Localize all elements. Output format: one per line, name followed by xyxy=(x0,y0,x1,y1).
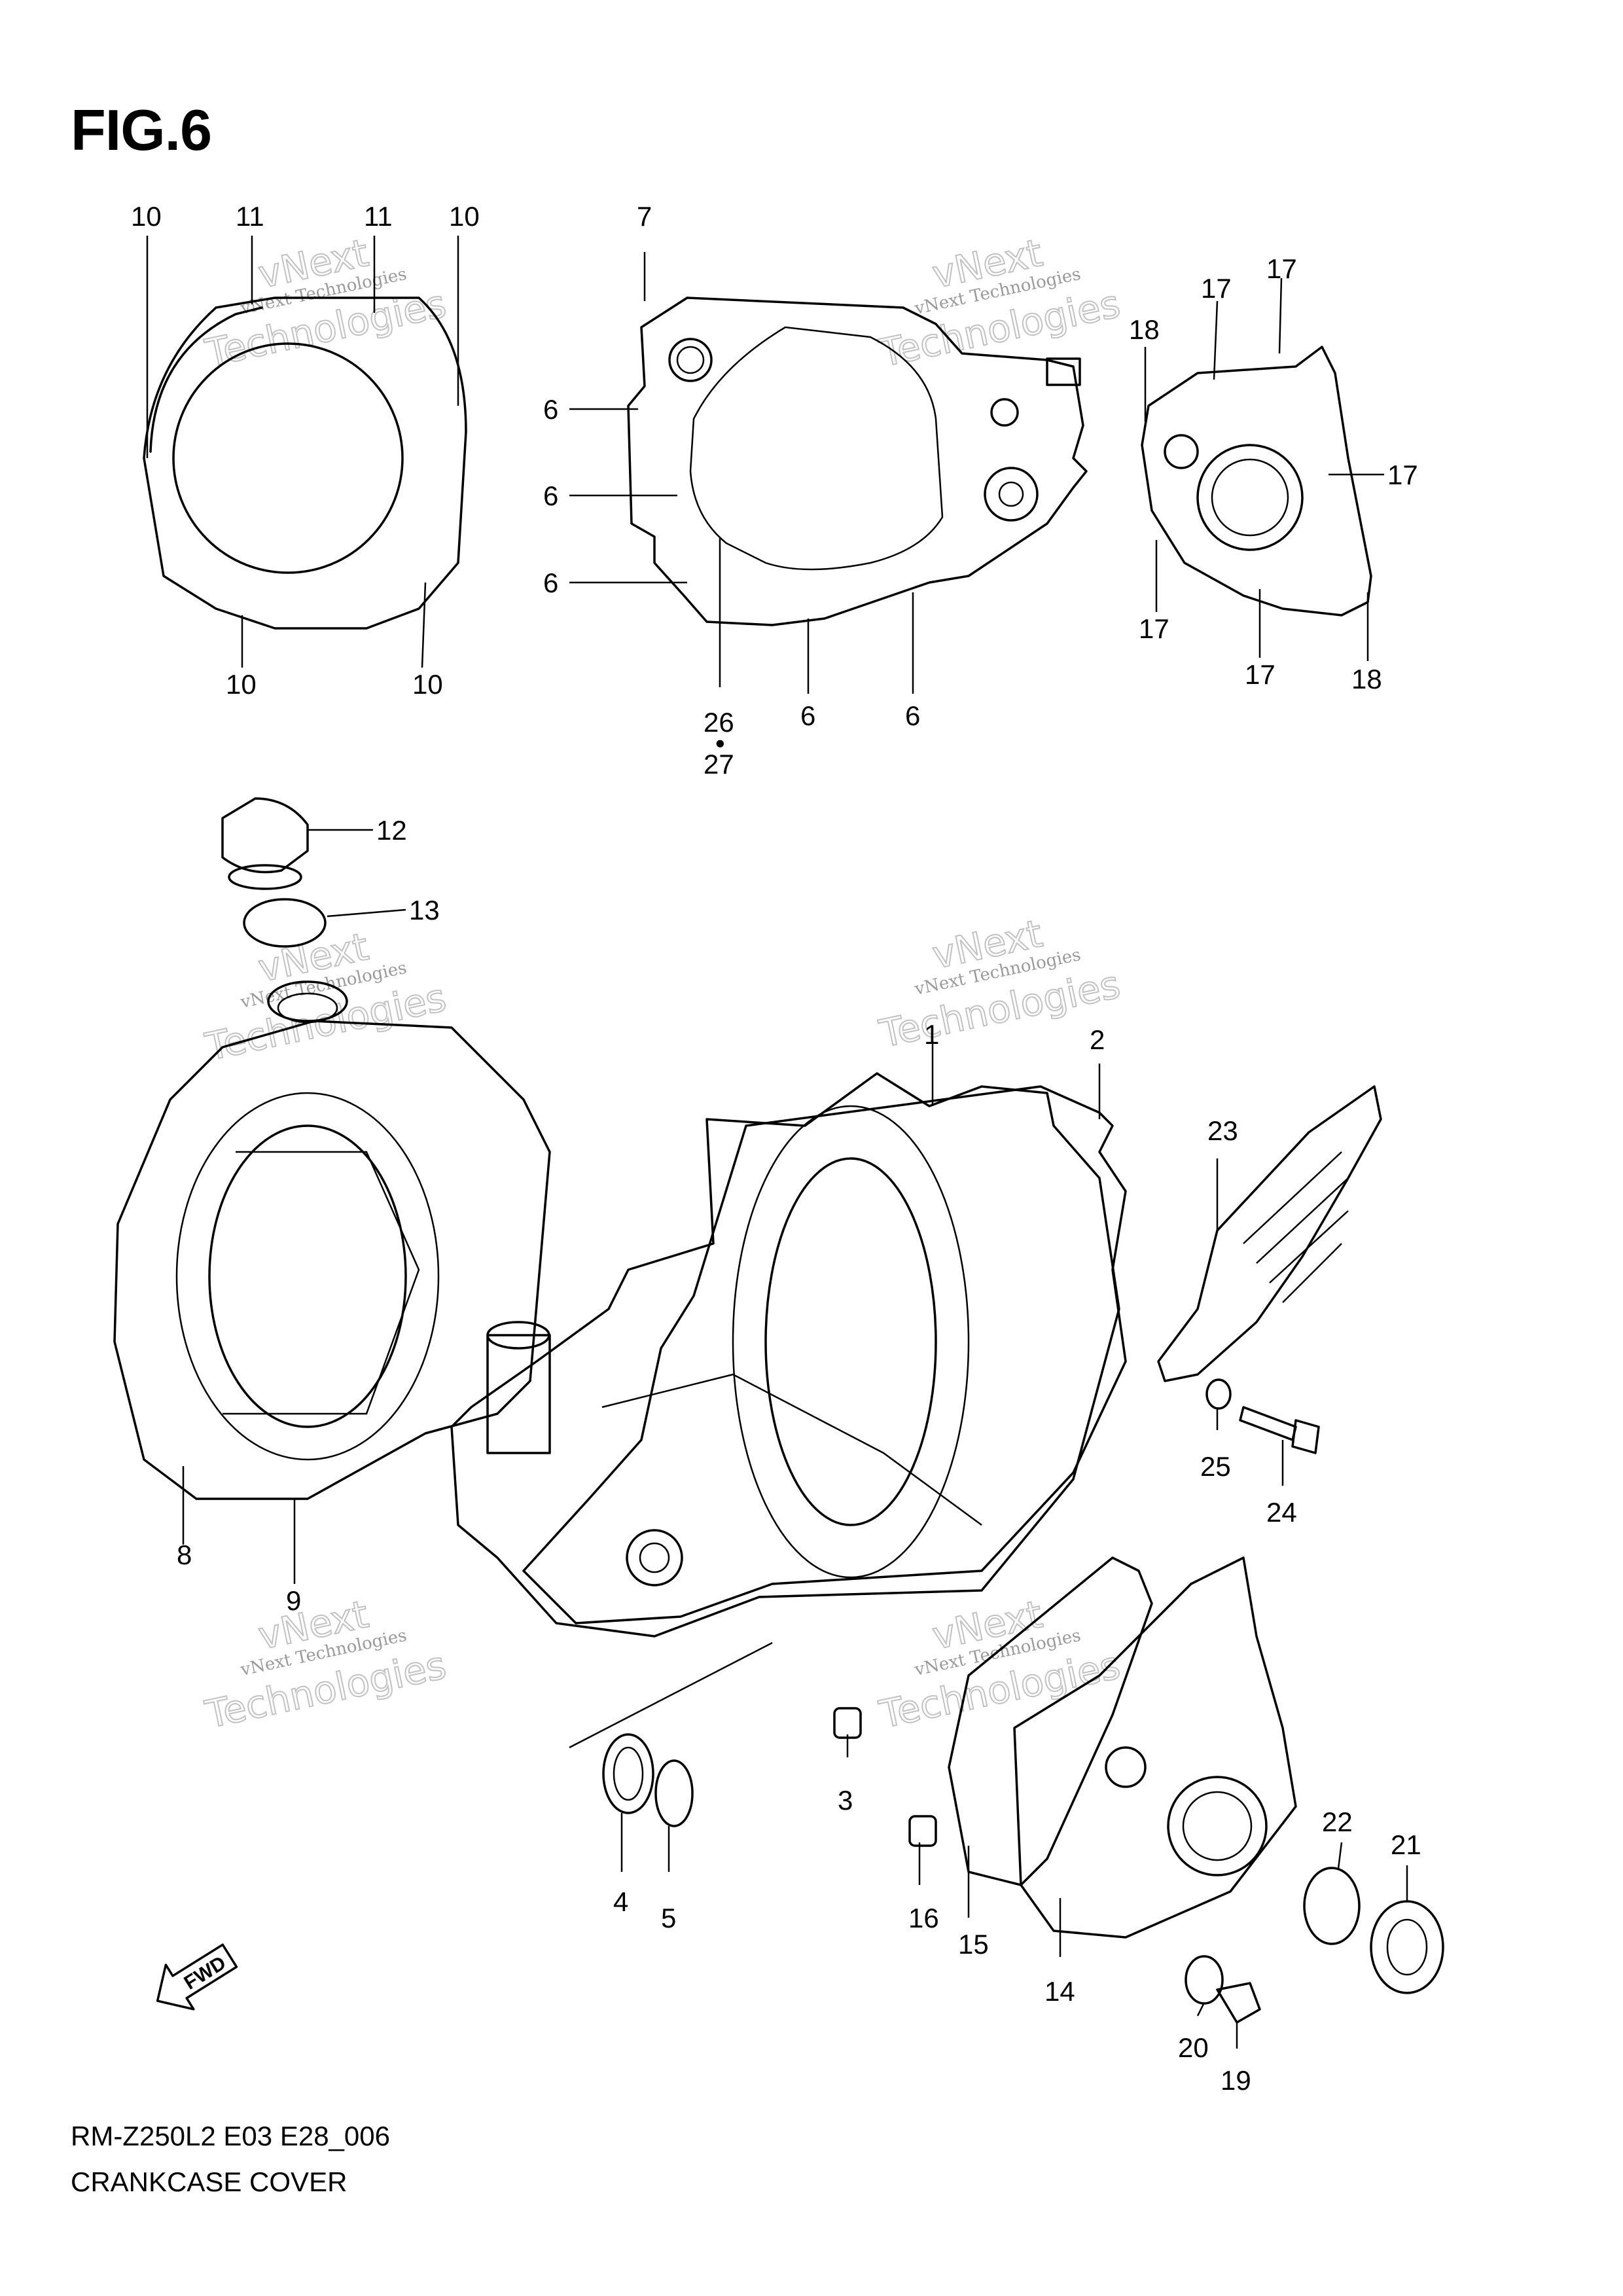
callout-label: 8 xyxy=(177,1539,192,1570)
callout-label: 17 xyxy=(1201,273,1232,304)
callout-label: 11 xyxy=(236,201,264,232)
leader-lines xyxy=(182,252,1408,2049)
magneto-cover xyxy=(1013,1556,1297,1939)
callout-label: 13 xyxy=(409,895,440,925)
crankcase-gasket xyxy=(522,1085,1127,1624)
callout-label: 24 xyxy=(1266,1497,1297,1528)
callout-label: 11 xyxy=(364,201,393,232)
callout-label: 26 xyxy=(704,707,734,738)
o-ring xyxy=(243,898,327,948)
figure-caption: CRANKCASE COVER xyxy=(71,2166,348,2197)
callout-labels: 1 2 3 4 5 6 6 6 6 6 7 8 9 10 10 10 10 11… xyxy=(131,201,1421,2096)
callout-label: 17 xyxy=(1139,613,1169,644)
callout-label: 25 xyxy=(1200,1451,1231,1482)
callout-label: 1 xyxy=(924,1019,939,1050)
callout-label: 16 xyxy=(908,1903,939,1933)
callout-label: 6 xyxy=(543,480,558,511)
callout-label: 18 xyxy=(1351,664,1382,694)
clutch-cover xyxy=(113,980,551,1500)
circlip xyxy=(654,1759,694,1827)
callout-label: 22 xyxy=(1322,1806,1353,1837)
callout-label: 21 xyxy=(1391,1829,1421,1860)
callout-label: 6 xyxy=(543,567,558,598)
watermarks: vNext Technologies vNext Technologies vN… xyxy=(201,230,1125,1738)
gasket-washer xyxy=(1185,1955,1224,2005)
callout-label: 3 xyxy=(838,1785,853,1816)
dowel-pin xyxy=(833,1707,862,1739)
callout-label: 17 xyxy=(1387,459,1418,490)
callout-label: 14 xyxy=(1044,1976,1075,2007)
callout-label: 17 xyxy=(1245,659,1275,690)
callout-label: 7 xyxy=(637,201,652,232)
oil-seal xyxy=(602,1733,654,1814)
callout-label: 12 xyxy=(376,815,407,846)
figure-title: FIG.6 xyxy=(71,98,212,162)
callout-label: 9 xyxy=(286,1585,301,1616)
cover-plug xyxy=(1370,1900,1444,1994)
chain-guard-plate xyxy=(1157,1085,1382,1382)
callout-label: 15 xyxy=(958,1929,989,1960)
bolt xyxy=(1239,1406,1320,1454)
callout-label: 27 xyxy=(704,749,734,780)
callout-label: 20 xyxy=(1178,2032,1209,2063)
callout-label: 10 xyxy=(226,669,257,700)
small-side-cover xyxy=(1141,346,1372,617)
callout-label: 10 xyxy=(449,201,480,232)
callout-label: 6 xyxy=(543,394,558,425)
drawing-code: RM-Z250L2 E03 E28_006 xyxy=(71,2121,390,2151)
callout-label: 6 xyxy=(800,700,815,731)
clutch-cover-gasket xyxy=(143,296,467,630)
fwd-arrow-icon: FWD xyxy=(156,1943,238,2011)
callout-label: 19 xyxy=(1221,2065,1251,2096)
callout-label: 6 xyxy=(905,700,920,731)
callout-label: 18 xyxy=(1129,314,1160,345)
magneto-cover-gasket xyxy=(948,1556,1153,1886)
callout-label: 5 xyxy=(661,1903,676,1933)
callout-label: 2 xyxy=(1090,1024,1105,1055)
o-ring xyxy=(1303,1867,1361,1945)
callout-label: 10 xyxy=(131,201,162,232)
crankcase-half xyxy=(450,1072,1120,1638)
washer xyxy=(1205,1378,1232,1410)
drain-plug xyxy=(1216,1982,1261,2024)
callout-label: 23 xyxy=(1207,1115,1238,1146)
callout-label: 10 xyxy=(412,669,443,700)
oil-filler-cap xyxy=(221,797,309,890)
callout-label: 4 xyxy=(613,1886,628,1917)
callout-label: • xyxy=(715,728,725,759)
crankcase-cover-gasket xyxy=(627,296,1088,626)
dowel-pin xyxy=(908,1815,937,1847)
leader-lines-repeat xyxy=(146,236,1384,694)
